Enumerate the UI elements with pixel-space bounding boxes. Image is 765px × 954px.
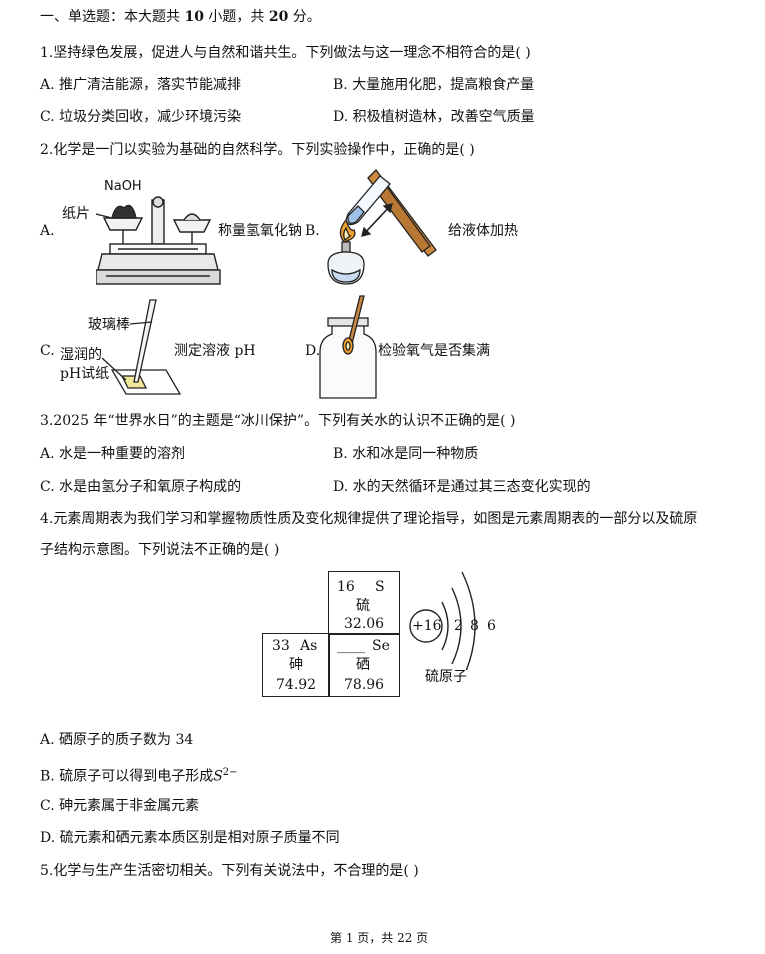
q2-option-b-caption: 给液体加热 <box>448 223 518 239</box>
q3-stem: 3.2025 年“世界水日”的主题是“冰川保护”。下列有关水的认识不正确的是( … <box>40 413 516 429</box>
q4-stem-line2: 子结构示意图。下列说法不正确的是( ) <box>40 542 280 558</box>
selenium-mass: 78.96 <box>344 677 385 693</box>
q4-option-b[interactable]: B. 硫原子可以得到电子形成S2− <box>40 767 238 785</box>
sulfide-ion-symbol: S <box>213 768 223 785</box>
q2-stem: 2.化学是一门以实验为基础的自然科学。下列实验操作中，正确的是( ) <box>40 142 475 158</box>
atom-caption: 硫原子 <box>425 669 467 685</box>
q2-option-b-letter[interactable]: B. <box>305 223 320 239</box>
heating-illustration <box>327 169 437 285</box>
section-header: 一、单选题：本大题共 10 小题，共 20 分。 <box>40 9 321 25</box>
q3-option-c[interactable]: C. 水是由氢分子和氧原子构成的 <box>40 479 242 495</box>
q1-stem: 1.坚持绿色发展，促进人与自然和谐共生。下列做法与这一理念不相符合的是( ) <box>40 45 531 61</box>
rod-label: 玻璃棒 <box>88 317 130 333</box>
arsenic-number: 33 <box>272 638 290 654</box>
q4-stem-line1: 4.元素周期表为我们学习和掌握物质性质及变化规律提供了理论指导，如图是元素周期表… <box>40 511 698 527</box>
page-footer: 第 1 页，共 22 页 <box>330 931 429 945</box>
ph-paper-label: pH试纸 <box>60 366 110 382</box>
q2-option-a-letter[interactable]: A. <box>40 223 55 239</box>
electron-shell-3: 6 <box>487 618 496 634</box>
q2-option-d-letter[interactable]: D. <box>305 343 321 359</box>
sulfur-number: 16 <box>337 579 355 595</box>
sulfide-ion-charge: 2− <box>222 767 238 778</box>
selenium-symbol: Se <box>372 638 390 654</box>
cell-sulfur <box>328 571 400 635</box>
ph-test-illustration <box>101 299 182 395</box>
selenium-name: 硒 <box>356 657 370 673</box>
q2-option-c-letter[interactable]: C. <box>40 343 55 359</box>
q4-option-d[interactable]: D. 硫元素和硒元素本质区别是相对原子质量不同 <box>40 830 340 846</box>
balance-illustration <box>96 196 221 285</box>
q1-option-b[interactable]: B. 大量施用化肥，提高粮食产量 <box>333 77 535 93</box>
q4-option-a[interactable]: A. 硒原子的质子数为 34 <box>40 732 194 748</box>
sulfur-mass: 32.06 <box>344 616 385 632</box>
q1-option-c[interactable]: C. 垃圾分类回收，减少环境污染 <box>40 109 242 125</box>
q4-option-c[interactable]: C. 砷元素属于非金属元素 <box>40 798 200 814</box>
sulfur-name: 硫 <box>356 598 370 614</box>
electron-shell-1: 2 <box>454 618 463 634</box>
q3-option-a[interactable]: A. 水是一种重要的溶剂 <box>40 446 186 462</box>
paper-label: 纸片 <box>62 206 90 222</box>
cell-arsenic <box>262 633 330 697</box>
oxygen-test-illustration <box>319 295 377 399</box>
q3-option-b[interactable]: B. 水和冰是同一种物质 <box>333 446 479 462</box>
q1-option-d[interactable]: D. 积极植树造林，改善空气质量 <box>333 109 535 125</box>
arsenic-mass: 74.92 <box>276 677 317 693</box>
wet-label: 湿润的 <box>60 347 102 363</box>
q2-option-d-caption: 检验氧气是否集满 <box>378 343 490 359</box>
cell-selenium <box>328 633 400 697</box>
nucleus-charge: +16 <box>412 618 442 634</box>
selenium-number: ____ <box>337 638 365 654</box>
q2-option-a-caption: 称量氢氧化钠 <box>218 223 302 239</box>
arsenic-symbol: As <box>300 638 318 654</box>
q2-option-c-caption: 测定溶液 pH <box>174 343 256 359</box>
sulfur-atom-diagram <box>409 571 476 670</box>
q1-option-a[interactable]: A. 推广清洁能源，落实节能减排 <box>40 77 242 93</box>
sulfur-symbol: S <box>375 579 385 595</box>
arsenic-name: 砷 <box>289 657 303 673</box>
electron-shell-2: 8 <box>470 618 479 634</box>
naoh-label: NaOH <box>104 179 142 194</box>
q5-stem: 5.化学与生产生活密切相关。下列有关说法中，不合理的是( ) <box>40 863 419 879</box>
q3-option-d[interactable]: D. 水的天然循环是通过其三态变化实现的 <box>333 479 591 495</box>
